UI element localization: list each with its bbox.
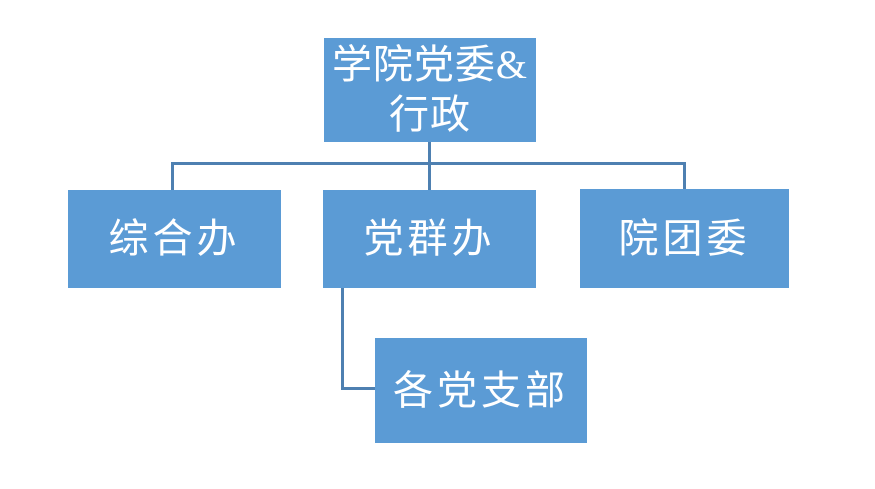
node-label: 党群办 — [363, 216, 496, 261]
connector-drop-general-office — [171, 162, 174, 190]
node-general-office[interactable]: 综合办 — [68, 190, 281, 288]
connector-drop-youth-league — [683, 162, 686, 190]
connector-elbow-vertical — [341, 288, 344, 390]
node-label-line1: 学院党委& — [331, 42, 529, 87]
node-college-party-committee-admin[interactable]: 学院党委& 行政 — [324, 38, 536, 142]
connector-root-stem — [428, 142, 431, 164]
node-label: 各党支部 — [393, 367, 569, 413]
node-party-mass-office[interactable]: 党群办 — [323, 190, 536, 288]
node-label: 学院党委& 行政 — [332, 40, 528, 140]
node-party-branches[interactable]: 各党支部 — [375, 338, 587, 443]
node-label: 综合办 — [108, 216, 241, 261]
connector-drop-party-mass-office — [428, 162, 431, 190]
node-youth-league-committee[interactable]: 院团委 — [580, 189, 789, 288]
node-label: 院团委 — [618, 215, 751, 261]
node-label-line2: 行政 — [389, 92, 471, 137]
connector-elbow-horizontal — [341, 387, 375, 390]
